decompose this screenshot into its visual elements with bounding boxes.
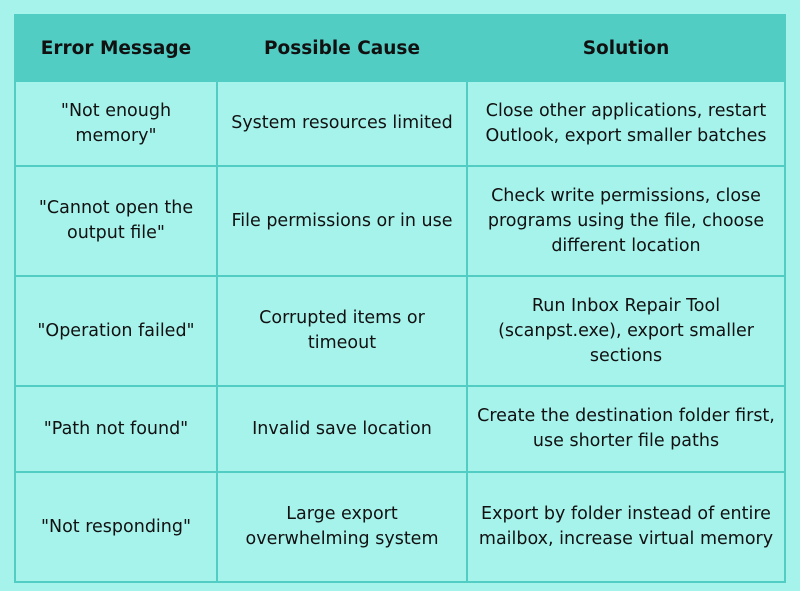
cell-solution: Run Inbox Repair Tool (scanpst.exe), exp…	[466, 275, 786, 387]
cell-possible-cause: Invalid save location	[216, 385, 468, 473]
cell-error-message: "Not responding"	[14, 471, 218, 583]
header-possible-cause: Possible Cause	[216, 14, 468, 82]
cell-error-message: "Operation failed"	[14, 275, 218, 387]
table-row: "Not enough memory" System resources lim…	[14, 80, 786, 167]
table-row: "Not responding" Large export overwhelmi…	[14, 471, 786, 583]
cell-possible-cause: File permissions or in use	[216, 165, 468, 277]
cell-solution: Check write permissions, close programs …	[466, 165, 786, 277]
table-row: "Path not found" Invalid save location C…	[14, 385, 786, 473]
table-body: "Not enough memory" System resources lim…	[14, 80, 786, 583]
cell-solution: Export by folder instead of entire mailb…	[466, 471, 786, 583]
header-row: Error Message Possible Cause Solution	[14, 14, 786, 82]
header-error-message: Error Message	[14, 14, 218, 82]
header-solution: Solution	[466, 14, 786, 82]
error-table-container: Error Message Possible Cause Solution "N…	[14, 14, 786, 583]
error-troubleshooting-table: Error Message Possible Cause Solution "N…	[14, 14, 786, 583]
table-row: "Operation failed" Corrupted items or ti…	[14, 275, 786, 387]
cell-solution: Close other applications, restart Outloo…	[466, 80, 786, 167]
table-row: "Cannot open the output file" File permi…	[14, 165, 786, 277]
cell-possible-cause: System resources limited	[216, 80, 468, 167]
cell-error-message: "Cannot open the output file"	[14, 165, 218, 277]
cell-error-message: "Path not found"	[14, 385, 218, 473]
cell-possible-cause: Corrupted items or timeout	[216, 275, 468, 387]
cell-possible-cause: Large export overwhelming system	[216, 471, 468, 583]
cell-solution: Create the destination folder first, use…	[466, 385, 786, 473]
table-header: Error Message Possible Cause Solution	[14, 14, 786, 82]
cell-error-message: "Not enough memory"	[14, 80, 218, 167]
